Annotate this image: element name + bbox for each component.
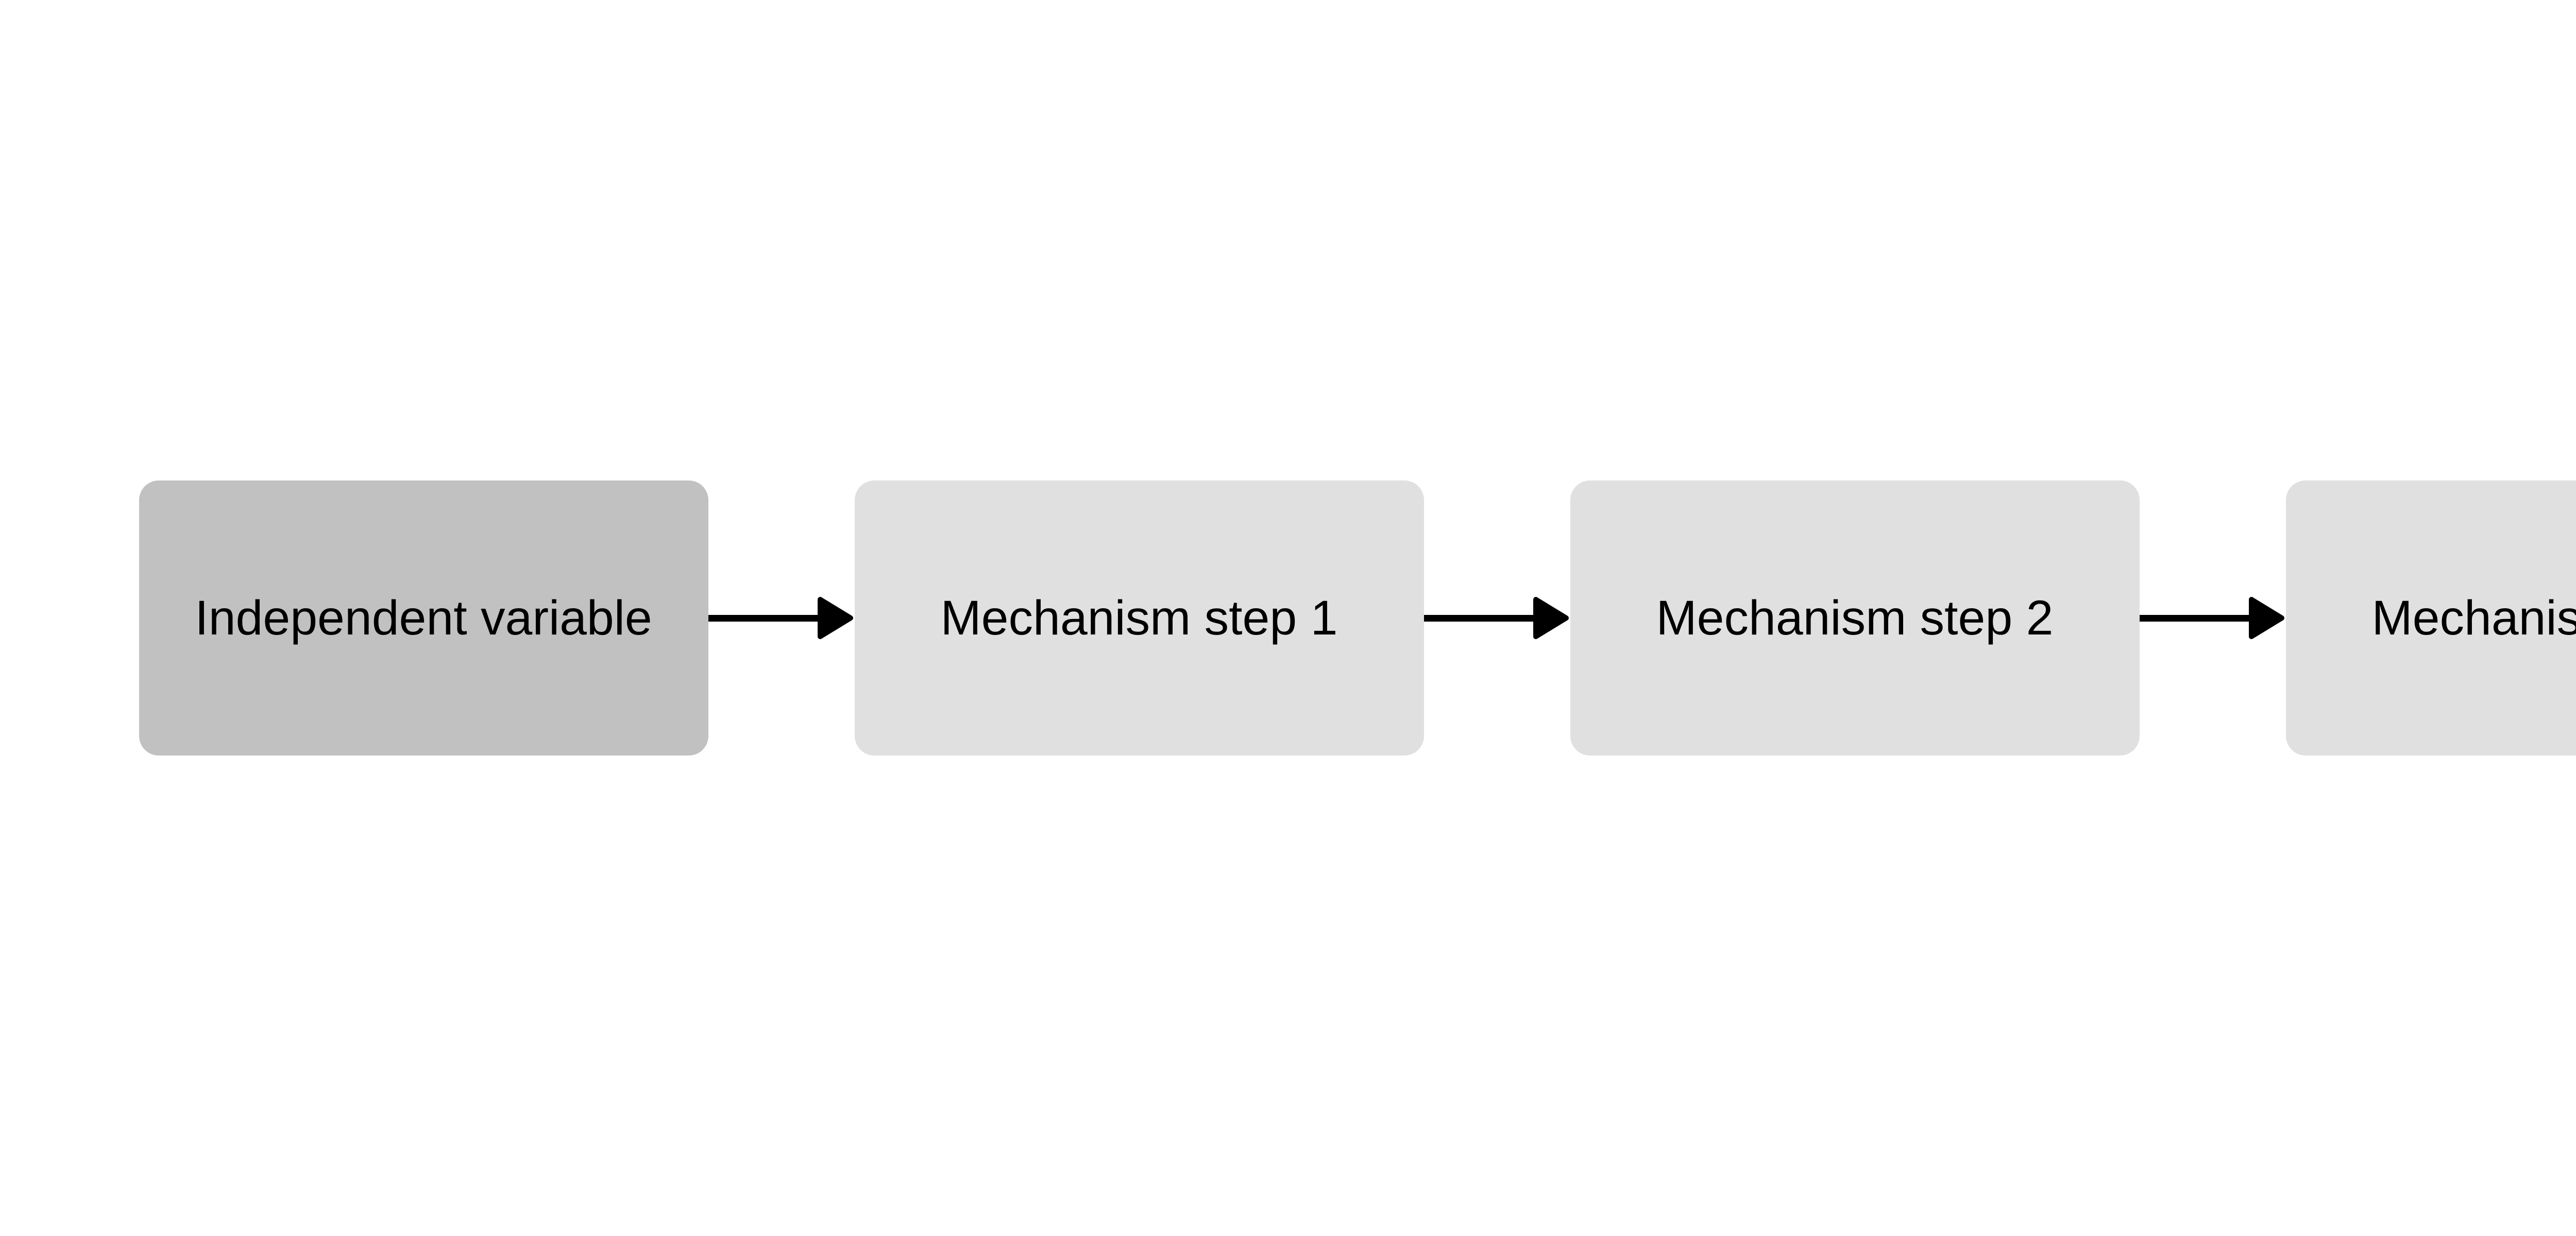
edge-arrow-3: [2139, 595, 2286, 641]
node-mechanism-step-3: Mechanism step 3: [2285, 480, 2576, 756]
arrow-head-icon: [2248, 597, 2284, 639]
node-independent-variable: Independent variable: [139, 480, 708, 756]
node-mechanism-step-2: Mechanism step 2: [1570, 480, 2140, 756]
edge-arrow-1: [708, 595, 855, 641]
arrow-head-icon: [817, 597, 853, 639]
edge-arrow-2: [1423, 595, 1570, 641]
node-label: Mechanism step 3: [2371, 591, 2576, 645]
arrow-line: [1423, 614, 1533, 622]
node-label: Mechanism step 1: [940, 591, 1338, 645]
node-label: Mechanism step 2: [1656, 591, 2054, 645]
node-label: Independent variable: [195, 591, 652, 645]
node-mechanism-step-1: Mechanism step 1: [854, 480, 1424, 756]
flowchart: Independent variable Mechanism step 1 Me…: [0, 480, 2576, 756]
arrow-head-icon: [1533, 597, 1569, 639]
arrow-line: [2139, 614, 2249, 622]
arrow-line: [708, 614, 818, 622]
